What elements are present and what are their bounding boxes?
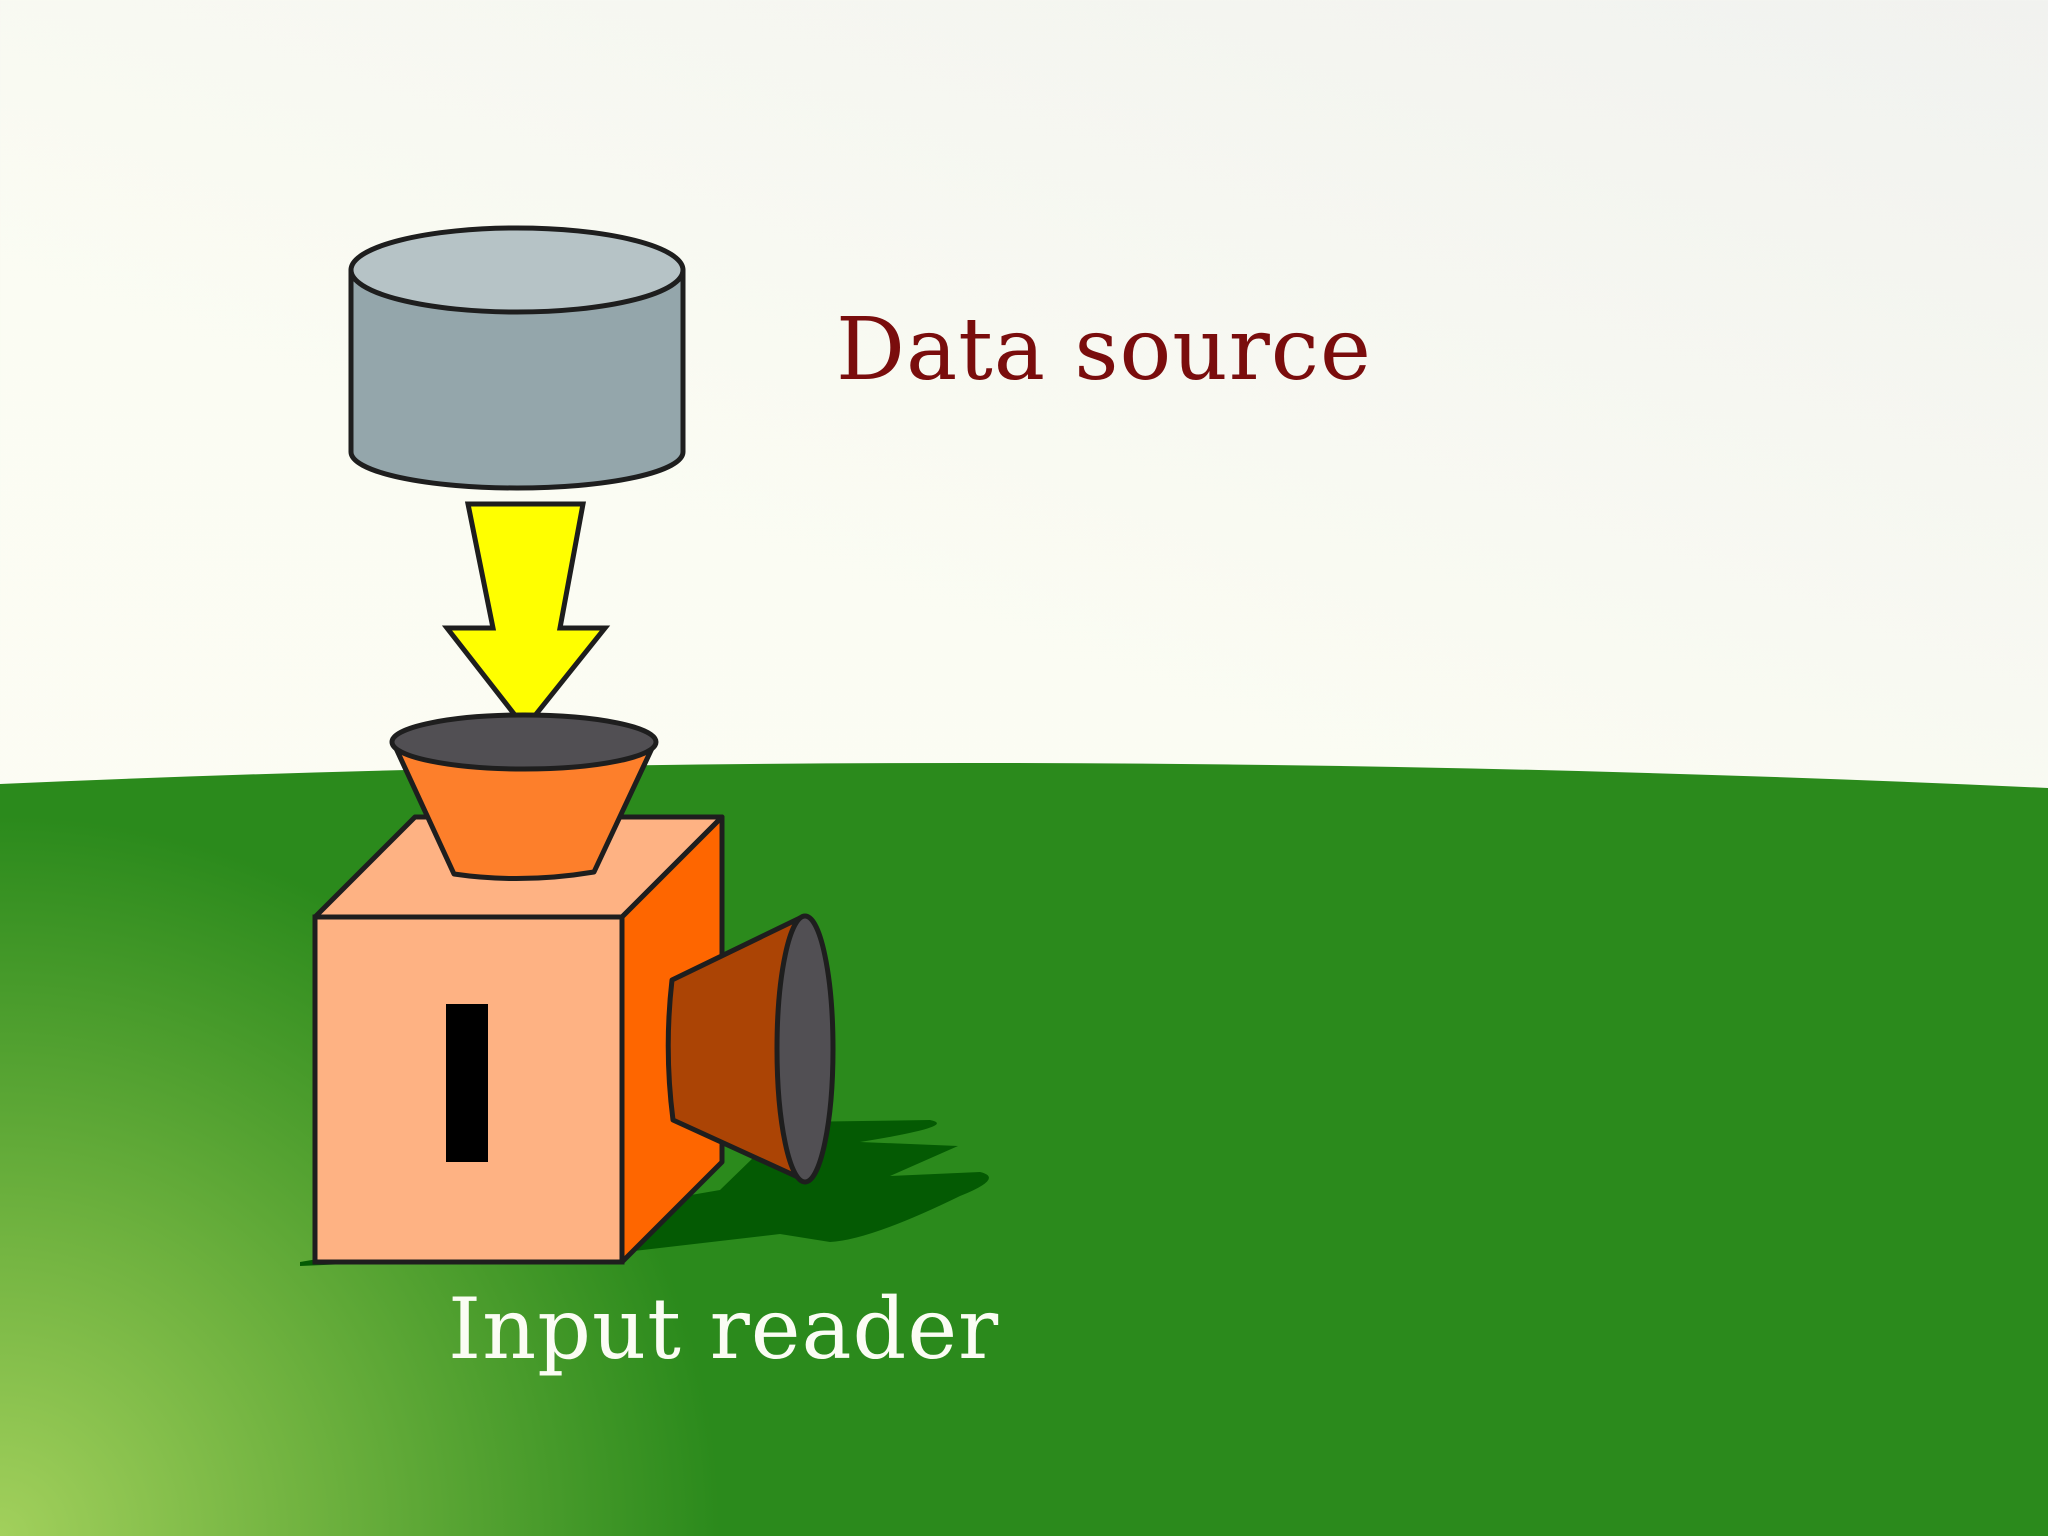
input-reader-label: Input reader — [448, 1280, 1000, 1378]
data-source-label: Data source — [836, 300, 1372, 400]
down-arrow-icon — [441, 501, 611, 733]
output-horn-icon — [665, 913, 836, 1185]
input-reader-machine-icon — [312, 914, 625, 1265]
funnel-mouth — [389, 712, 659, 772]
funnel-icon — [389, 712, 659, 882]
machine-slot — [446, 1004, 488, 1162]
grass-hill — [0, 762, 2048, 1536]
horn-mouth — [774, 913, 836, 1185]
database-cylinder-icon — [348, 225, 686, 491]
